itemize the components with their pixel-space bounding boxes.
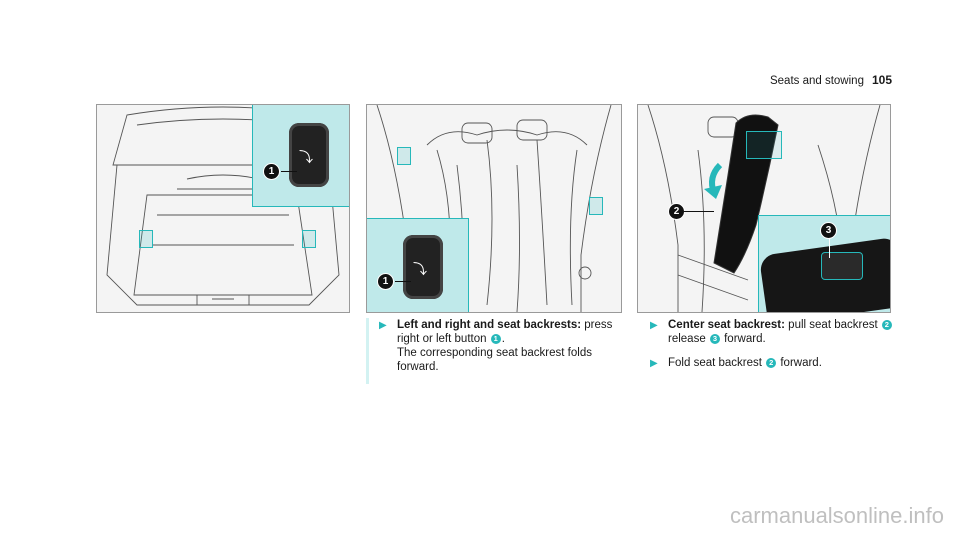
step-fold-backrest: ▶ Fold seat backrest 2 forward. xyxy=(650,356,900,371)
step-side-backrests: ▶ Left and right and seat backrests: pre… xyxy=(379,318,629,374)
ref-3: 3 xyxy=(709,334,720,344)
button-highlight-left xyxy=(139,230,153,248)
instructions-right: ▶ Center seat backrest: pull seat backre… xyxy=(637,318,900,381)
step-text: Left and right and seat backrests: press… xyxy=(397,318,629,374)
callout-line xyxy=(395,281,411,282)
step-text: Fold seat backrest 2 forward. xyxy=(668,356,822,371)
seat-release-button: ⤵ xyxy=(403,235,443,299)
trunk-line-art xyxy=(106,106,340,306)
button-highlight-right xyxy=(589,197,603,215)
step-body: press right or left button xyxy=(397,319,613,345)
step-title: Left and right and seat backrests: xyxy=(397,319,582,331)
button-highlight-right xyxy=(302,230,316,248)
step-body: pull seat backrest xyxy=(784,319,881,331)
center-backrest-shape xyxy=(704,114,779,274)
step-body-end: . xyxy=(501,333,505,345)
step-arrow-icon: ▶ xyxy=(650,320,658,331)
watermark: carmanualsonline.info xyxy=(729,503,944,528)
page-number: 105 xyxy=(871,73,892,87)
rear-seats-illustration: ⤵ 1 xyxy=(366,104,622,313)
ref-2: 2 xyxy=(766,358,777,368)
callout-line xyxy=(829,236,830,258)
seat-release-button: ⤵ xyxy=(289,123,329,187)
page-header: Seats and stowing 105 xyxy=(770,73,892,87)
ref-2: 2 xyxy=(881,320,892,330)
callout-line xyxy=(684,211,714,212)
seat-fold-icon: ⤵ xyxy=(413,261,427,277)
button-highlight-left xyxy=(397,147,411,165)
step-result: The corresponding seat backrest folds fo… xyxy=(397,347,592,373)
ref-1: 1 xyxy=(490,334,501,344)
callout-2: 2 xyxy=(668,203,685,220)
callout-3: 3 xyxy=(820,222,837,239)
callout-1: 1 xyxy=(377,273,394,290)
step-title: Center seat backrest: xyxy=(668,319,785,331)
step-body: release xyxy=(668,333,709,345)
step-center-backrest: ▶ Center seat backrest: pull seat backre… xyxy=(650,318,900,346)
instructions-left: ▶ Left and right and seat backrests: pre… xyxy=(366,318,629,384)
button-detail-inset: ⤵ 1 xyxy=(252,105,349,207)
step-body: Fold seat backrest xyxy=(668,357,766,369)
trunk-illustration: ⤵ 1 xyxy=(96,104,350,313)
step-arrow-icon: ▶ xyxy=(379,320,387,331)
step-arrow-icon: ▶ xyxy=(650,358,658,369)
seat-fold-icon: ⤵ xyxy=(299,149,313,165)
step-text: Center seat backrest: pull seat backrest… xyxy=(668,318,893,346)
button-detail-inset: ⤵ 1 xyxy=(367,218,469,312)
center-seat-illustration: 2 3 xyxy=(637,104,891,313)
step-body-end: forward. xyxy=(720,333,766,345)
callout-1: 1 xyxy=(263,163,280,180)
section-title: Seats and stowing xyxy=(769,75,864,87)
handle-detail-inset: 3 xyxy=(758,215,890,312)
handle-highlight xyxy=(746,131,782,159)
step-body-end: forward. xyxy=(777,357,822,369)
callout-line xyxy=(281,171,297,172)
release-handle xyxy=(821,252,863,280)
